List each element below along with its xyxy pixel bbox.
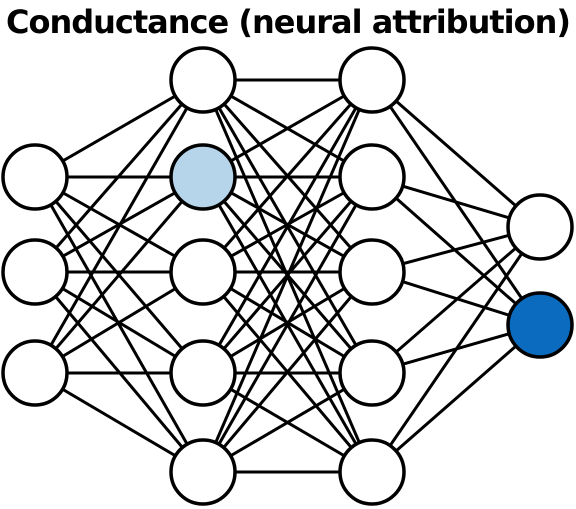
- input-neuron-3: [1, 339, 69, 407]
- connection-hidden-1-5-to-hidden-2-3: [201, 271, 374, 473]
- hidden-2-neuron-5: [338, 438, 406, 506]
- connection-input-3-to-hidden-1-2: [33, 176, 205, 374]
- hidden-2-neuron-2: [338, 143, 406, 211]
- hidden-2-neuron-4: [338, 339, 406, 407]
- connections: [33, 78, 542, 474]
- connection-hidden-2-5-to-output-1: [370, 226, 542, 473]
- hidden-2-neuron-3: [338, 238, 406, 306]
- connection-input-1-to-hidden-1-5: [33, 176, 205, 473]
- connection-hidden-1-3-to-hidden-2-1: [201, 79, 374, 273]
- hidden-2-neuron-1: [338, 46, 406, 114]
- hidden-1-neuron-5: [169, 438, 237, 506]
- connection-input-3-to-hidden-1-1: [33, 79, 205, 374]
- output-neuron-2: [506, 291, 574, 359]
- output-neuron-1: [506, 193, 574, 261]
- connection-hidden-2-5-to-output-2: [371, 323, 541, 474]
- diagram-title: Conductance (neural attribution): [5, 3, 571, 41]
- connection-hidden-1-5-to-hidden-2-2: [201, 176, 374, 473]
- connection-hidden-1-4-to-hidden-2-1: [201, 79, 374, 374]
- input-neuron-1: [1, 143, 69, 211]
- connection-hidden-2-4-to-output-1: [371, 225, 541, 375]
- hidden-1-neuron-3: [169, 238, 237, 306]
- neurons: [1, 46, 574, 506]
- input-neuron-2: [1, 238, 69, 306]
- hidden-1-neuron-2: [169, 143, 237, 211]
- hidden-1-neuron-4: [169, 339, 237, 407]
- connection-hidden-1-5-to-hidden-2-1: [201, 79, 374, 473]
- connection-hidden-2-1-to-output-1: [371, 78, 541, 229]
- connection-input-2-to-hidden-1-1: [33, 79, 205, 273]
- hidden-1-neuron-1: [169, 46, 237, 114]
